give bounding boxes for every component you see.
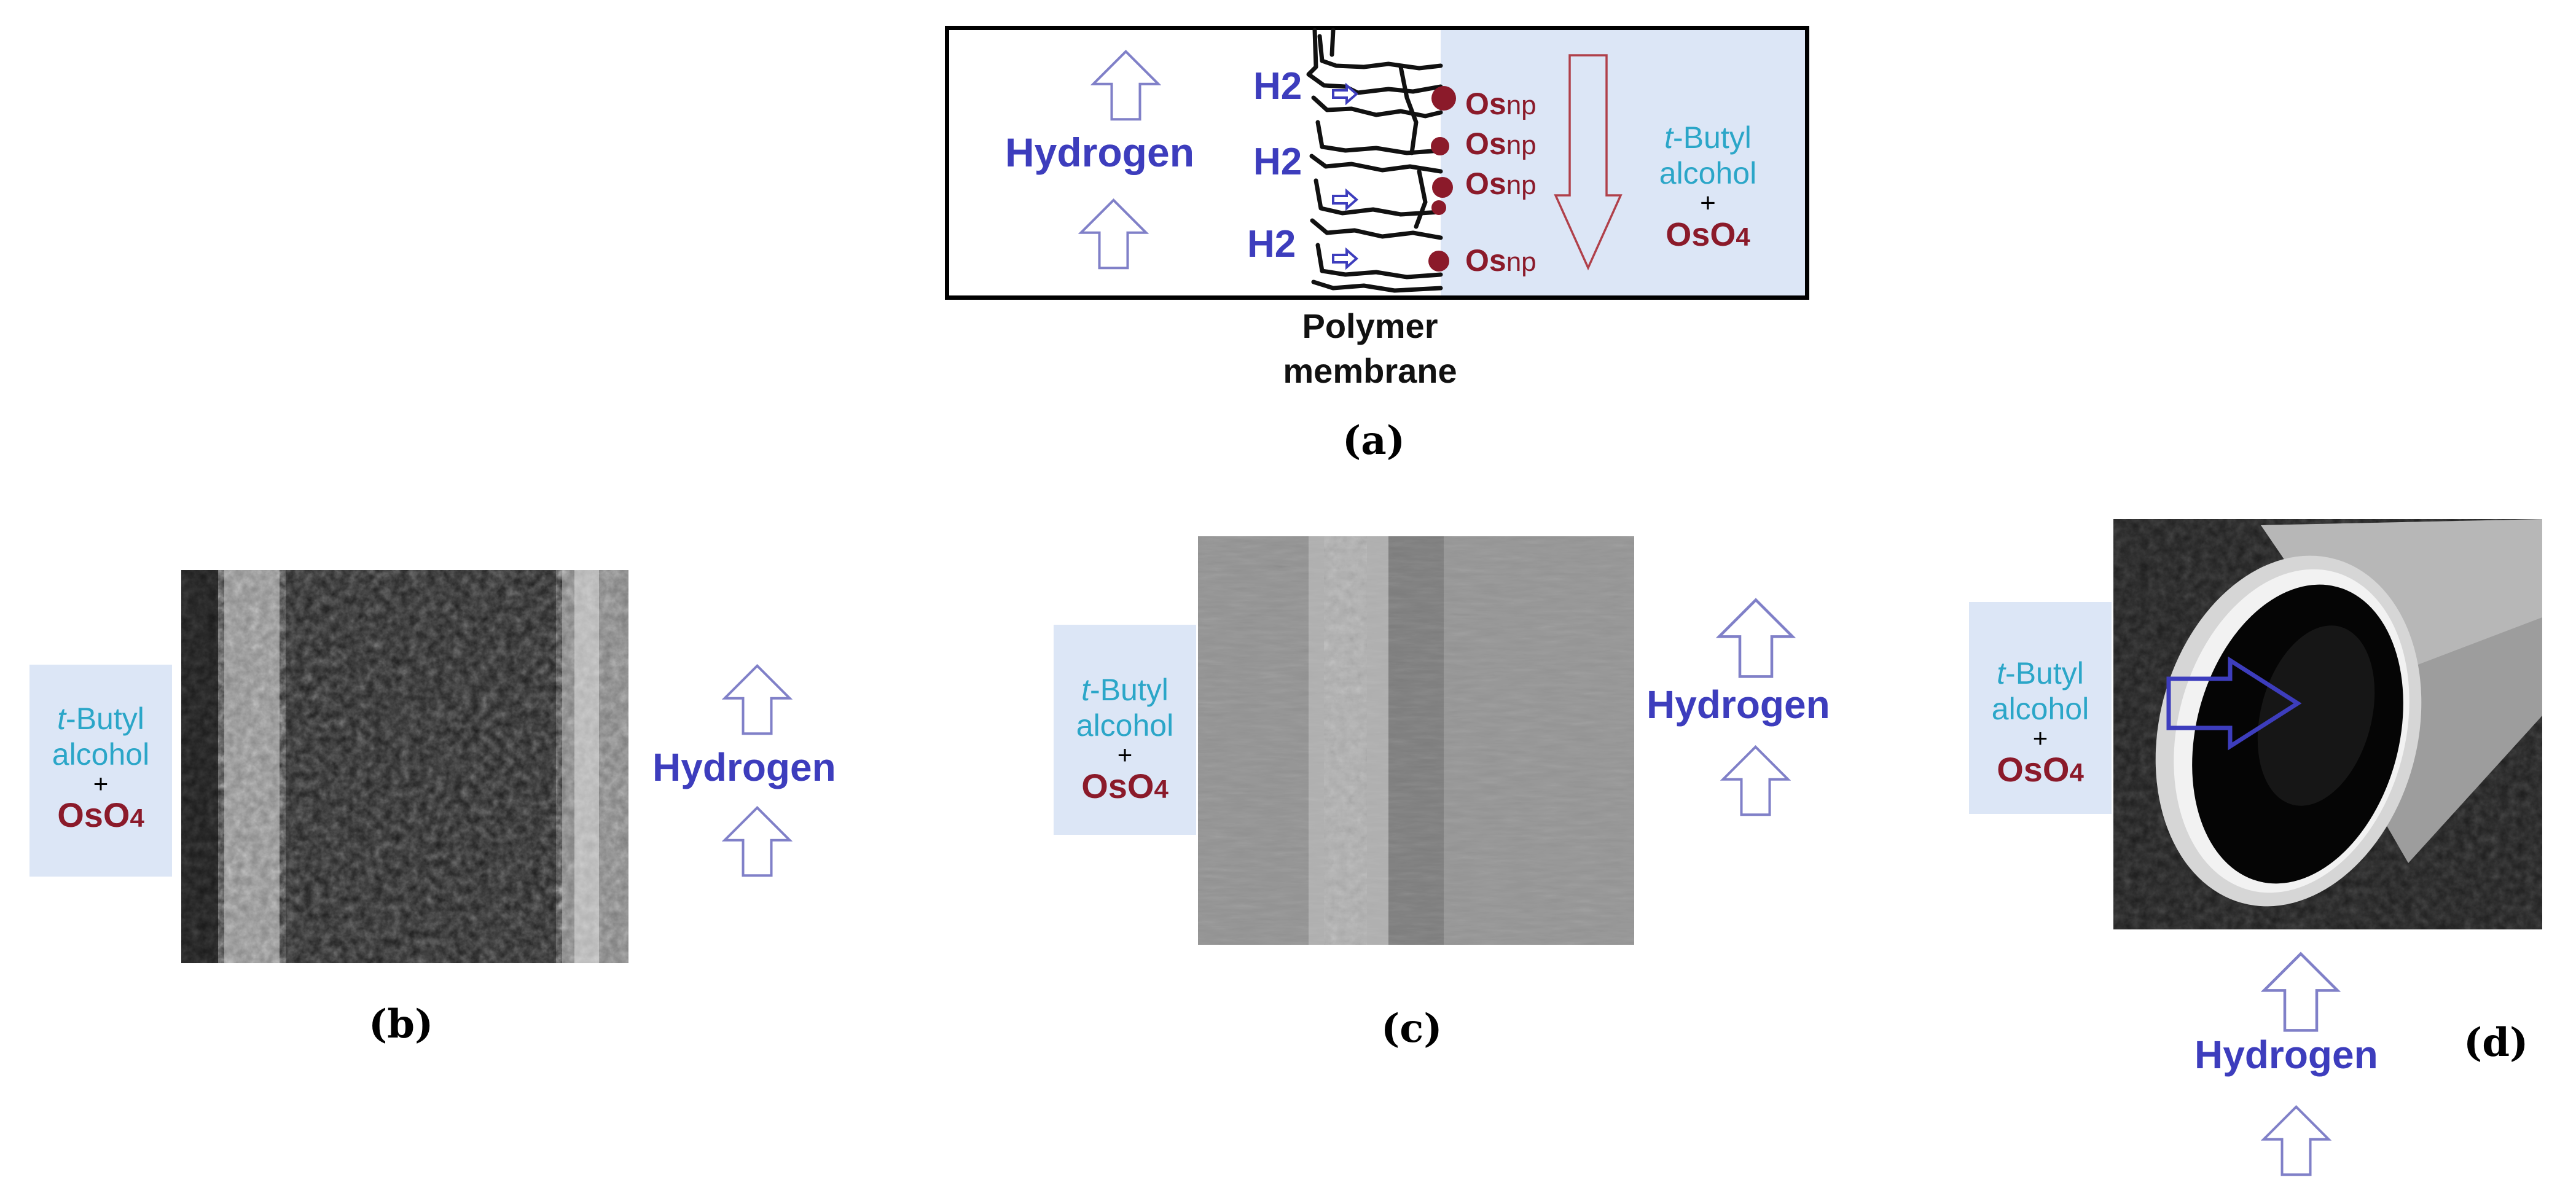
- reactant-box: t-Butyl alcohol + OsO4: [29, 665, 172, 877]
- up-arrow-icon: [1090, 42, 1161, 129]
- os-np-label: Osnp: [1465, 87, 1537, 121]
- sem-image-hollow-fiber: [2113, 519, 2542, 929]
- h2-label: H2: [1253, 141, 1302, 183]
- down-arrow-icon: [1554, 54, 1623, 271]
- sem-image-porous-membrane: [181, 570, 628, 963]
- up-arrow-icon: [722, 654, 793, 745]
- up-arrow-icon: [722, 796, 793, 888]
- os-np-label: Osnp: [1465, 166, 1537, 201]
- caption-c: (c): [1381, 1006, 1443, 1052]
- hydrogen-label: Hydrogen: [1005, 130, 1195, 175]
- reactant-box: t-Butyl alcohol + OsO4: [1054, 625, 1196, 835]
- reactant-label: t-Butyl alcohol + OsO4: [1659, 120, 1757, 253]
- hydrogen-label: Hydrogen: [2194, 1033, 2378, 1077]
- reactant-box: t-Butyl alcohol + OsO4: [1969, 602, 2112, 814]
- os-np-label: Osnp: [1465, 127, 1537, 161]
- up-arrow-icon: [1716, 593, 1796, 684]
- caption-d: (d): [2464, 1020, 2529, 1066]
- up-arrow-icon: [1078, 187, 1149, 281]
- up-arrow-icon: [1720, 734, 1791, 827]
- sem-image-dense-membrane: [1198, 536, 1634, 945]
- up-arrow-icon: [2261, 949, 2341, 1035]
- caption-a: (a): [1342, 418, 1406, 464]
- membrane-caption: Polymer membrane: [1283, 307, 1457, 390]
- os-np-label: Osnp: [1465, 243, 1537, 278]
- membrane-fibers: [1306, 28, 1443, 293]
- h2-label: H2: [1247, 223, 1296, 265]
- caption-b: (b): [369, 1001, 434, 1047]
- polymer-membrane: [1309, 30, 1441, 295]
- reactant-chamber: [1435, 26, 1809, 300]
- up-arrow-icon: [2261, 1095, 2331, 1187]
- h2-label: H2: [1253, 65, 1302, 108]
- hydrogen-label: Hydrogen: [1646, 682, 1830, 727]
- hydrogen-label: Hydrogen: [652, 745, 836, 789]
- os-nanoparticles: [1428, 86, 1456, 272]
